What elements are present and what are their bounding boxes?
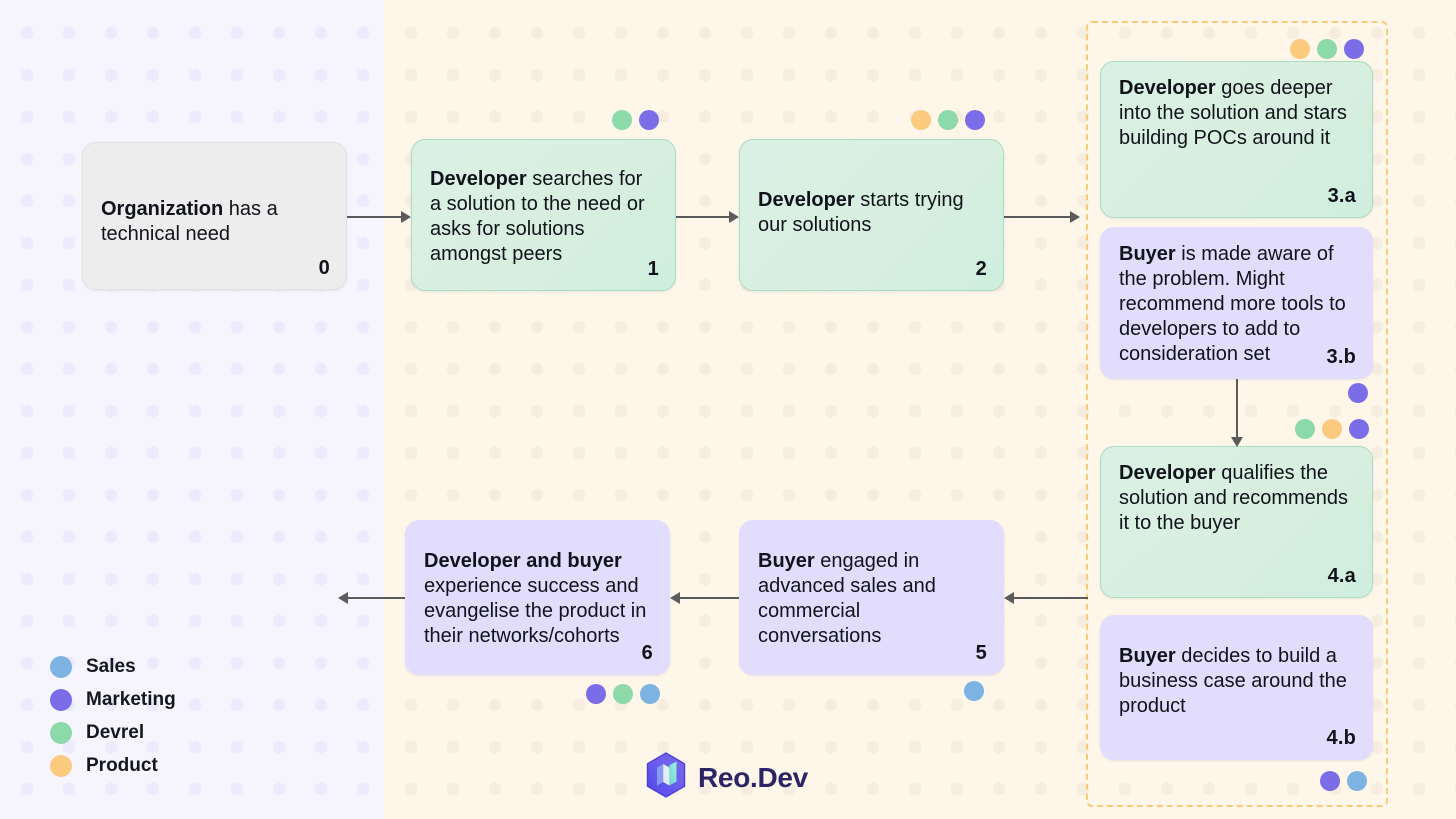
step-4a-lead: Developer: [1119, 462, 1216, 484]
step-6-lead: Developer and buyer: [424, 550, 622, 572]
step-3a-rest: goes deeper into the solution and stars …: [1119, 77, 1347, 149]
legend-item-product[interactable]: Product: [50, 749, 176, 782]
step-3b-lead: Buyer: [1119, 243, 1176, 265]
step-4a-text: Developer qualifies the solution and rec…: [1119, 461, 1354, 536]
step-4b-lead: Buyer: [1119, 645, 1176, 667]
step-3a-number: 3.a: [1327, 185, 1356, 207]
owner-dot-marketing: [1349, 419, 1369, 439]
step-2-rest: starts trying our solutions: [758, 189, 964, 236]
step-card-6[interactable]: Developer and buyer experience success a…: [405, 520, 670, 675]
legend-dot-product-icon: [50, 754, 72, 777]
step-2-lead: Developer: [758, 189, 855, 211]
step-2-owner-dots: [911, 110, 985, 130]
legend-label-devrel: Devrel: [86, 721, 145, 743]
step-4b-number: 4.b: [1326, 727, 1356, 749]
step-0-rest: has a technical need: [101, 198, 278, 245]
step-3b-text: Buyer is made aware of the problem. Migh…: [1119, 242, 1354, 367]
step-6-rest: experience success and evangelise the pr…: [424, 575, 647, 647]
owner-dot-devrel: [612, 110, 632, 130]
owner-dot-devrel: [613, 684, 633, 704]
step-card-1[interactable]: Developer searches for a solution to the…: [411, 139, 676, 291]
step-1-lead: Developer: [430, 168, 527, 190]
legend-dot-marketing-icon: [50, 688, 72, 711]
step-card-3a[interactable]: Developer goes deeper into the solution …: [1100, 61, 1373, 218]
step-4a-owner-dots: [1295, 419, 1369, 439]
step-5-text: Buyer engaged in advanced sales and comm…: [758, 549, 985, 649]
step-0-text: Organization has a technical need: [101, 197, 328, 247]
step-2-number: 2: [975, 258, 987, 280]
owner-dot-marketing: [586, 684, 606, 704]
owner-dot-product: [1322, 419, 1342, 439]
brand-logo[interactable]: Reo.Dev: [645, 752, 808, 803]
legend-item-marketing[interactable]: Marketing: [50, 683, 176, 716]
step-4b-owner-dots: [1320, 771, 1367, 791]
step-3b-rest: is made aware of the problem. Might reco…: [1119, 243, 1346, 365]
step-3a-text: Developer goes deeper into the solution …: [1119, 76, 1354, 151]
owner-dot-marketing: [639, 110, 659, 130]
step-6-text: Developer and buyer experience success a…: [424, 549, 651, 649]
step-3a-lead: Developer: [1119, 77, 1216, 99]
step-0-number: 0: [318, 257, 330, 279]
legend-item-sales[interactable]: Sales: [50, 650, 176, 683]
step-1-text: Developer searches for a solution to the…: [430, 167, 657, 267]
step-3b-number: 3.b: [1326, 346, 1356, 368]
step-card-0[interactable]: Organization has a technical need 0: [82, 142, 347, 290]
owner-dot-marketing: [1344, 39, 1364, 59]
step-5-lead: Buyer: [758, 550, 815, 572]
legend-dot-devrel-icon: [50, 721, 72, 744]
step-5-owner-dots: [964, 681, 984, 701]
step-4a-number: 4.a: [1327, 565, 1356, 587]
reodev-hexagon-logo-icon: [645, 752, 687, 803]
legend-label-marketing: Marketing: [86, 688, 176, 710]
owner-dot-sales: [640, 684, 660, 704]
step-4b-text: Buyer decides to build a business case a…: [1119, 644, 1354, 719]
step-card-2[interactable]: Developer starts trying our solutions 2: [739, 139, 1004, 291]
legend: Sales Marketing Devrel Product: [50, 650, 176, 782]
step-card-4a[interactable]: Developer qualifies the solution and rec…: [1100, 446, 1373, 598]
brand-name: Reo.Dev: [698, 761, 808, 793]
step-5-number: 5: [975, 642, 987, 664]
step-4a-rest: qualifies the solution and recommends it…: [1119, 462, 1349, 534]
owner-dot-marketing: [1320, 771, 1340, 791]
owner-dot-marketing: [1348, 383, 1368, 403]
step-2-text: Developer starts trying our solutions: [758, 188, 985, 238]
owner-dot-marketing: [965, 110, 985, 130]
owner-dot-product: [1290, 39, 1310, 59]
step-0-lead: Organization: [101, 198, 224, 220]
owner-dot-sales: [1347, 771, 1367, 791]
step-card-3b[interactable]: Buyer is made aware of the problem. Migh…: [1100, 227, 1373, 379]
step-1-owner-dots: [612, 110, 659, 130]
step-4b-rest: decides to build a business case around …: [1119, 645, 1347, 717]
legend-label-sales: Sales: [86, 655, 136, 677]
owner-dot-devrel: [938, 110, 958, 130]
owner-dot-sales: [964, 681, 984, 701]
step-6-owner-dots: [586, 684, 660, 704]
step-5-rest: engaged in advanced sales and commercial…: [758, 550, 936, 647]
step-1-number: 1: [647, 258, 659, 280]
legend-item-devrel[interactable]: Devrel: [50, 716, 176, 749]
step-card-4b[interactable]: Buyer decides to build a business case a…: [1100, 615, 1373, 760]
step-6-number: 6: [641, 642, 653, 664]
owner-dot-devrel: [1317, 39, 1337, 59]
step-3b-owner-dots: [1348, 383, 1368, 403]
grouped-stage-container: [1086, 21, 1388, 807]
step-3a-owner-dots: [1290, 39, 1364, 59]
left-panel-background: [0, 0, 384, 819]
owner-dot-product: [911, 110, 931, 130]
owner-dot-devrel: [1295, 419, 1315, 439]
step-card-5[interactable]: Buyer engaged in advanced sales and comm…: [739, 520, 1004, 675]
step-1-rest: searches for a solution to the need or a…: [430, 168, 645, 265]
legend-label-product: Product: [86, 754, 158, 776]
legend-dot-sales-icon: [50, 655, 72, 678]
